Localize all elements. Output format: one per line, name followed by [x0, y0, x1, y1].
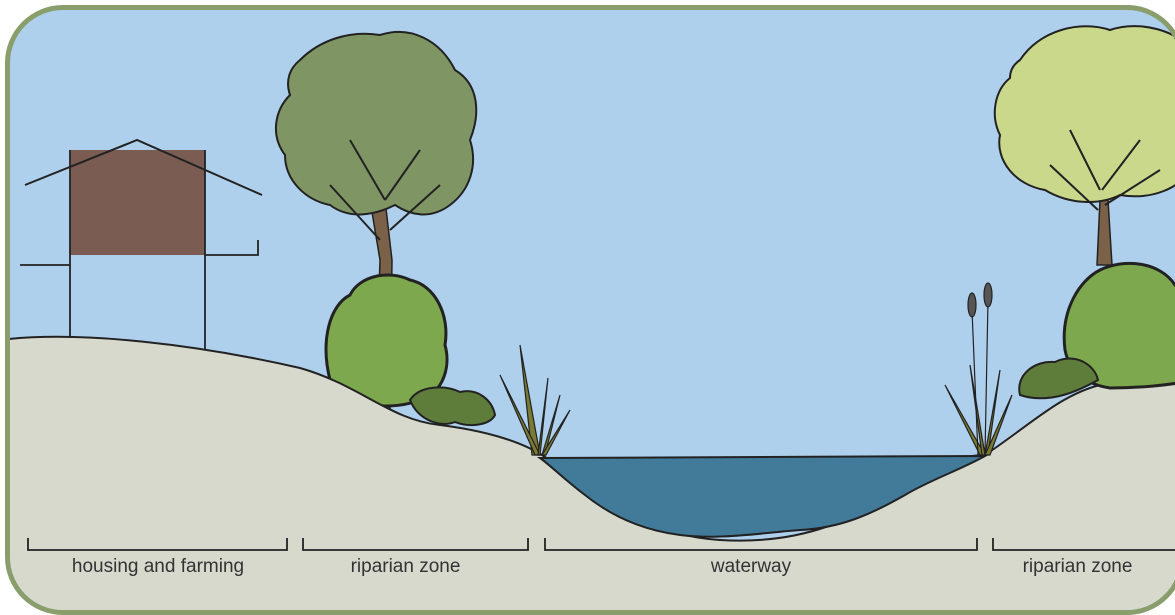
- zone-label-housing: housing and farming: [28, 556, 288, 582]
- diagram-frame: [5, 5, 1175, 615]
- zone-label-waterway: waterway: [535, 556, 967, 582]
- tree-right: [995, 26, 1175, 265]
- tree-left-canopy: [276, 32, 476, 215]
- shrub-left-small: [410, 387, 495, 425]
- reeds-left: [500, 345, 570, 455]
- house-wall: [70, 150, 205, 255]
- tree-right-canopy: [995, 26, 1175, 202]
- shrub-right: [1019, 263, 1175, 398]
- house-gutter: [205, 240, 258, 255]
- zone-label-riparian-right: riparian zone: [990, 556, 1165, 582]
- zone-label-riparian-left: riparian zone: [293, 556, 518, 582]
- riparian-scene: [5, 5, 1175, 615]
- reeds-right: [945, 283, 1012, 455]
- house: [20, 140, 262, 360]
